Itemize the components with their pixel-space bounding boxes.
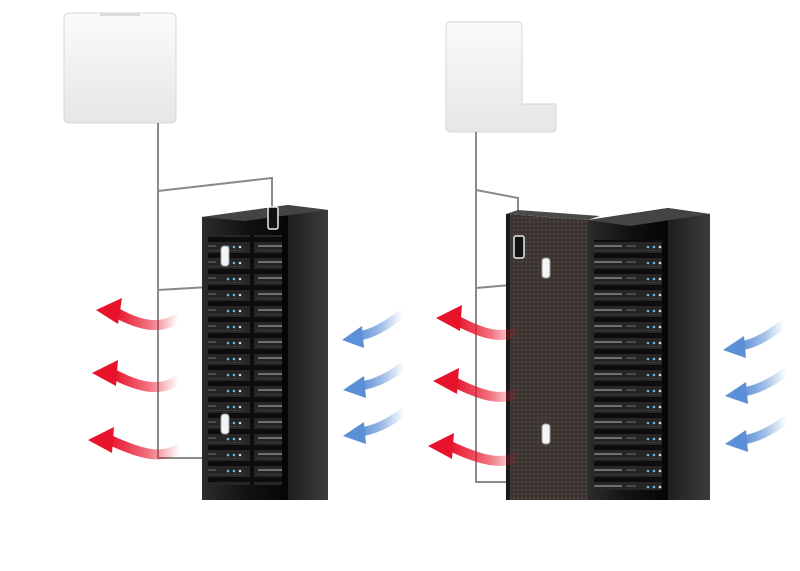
bottom-rack-sensor-icon (541, 423, 551, 445)
server-rack (588, 208, 710, 500)
server-rack-mesh-door (506, 210, 600, 500)
hot-air-arrow-icon (96, 298, 183, 331)
monitoring-unit-icon (445, 21, 557, 133)
top-rack-sensor-icon (267, 206, 279, 230)
hot-air-arrow-icon (428, 433, 525, 466)
cold-air-arrow-icon (723, 319, 789, 358)
cold-air-arrow-icon (342, 309, 407, 348)
cold-air-arrow-icon (343, 407, 409, 444)
hot-air-arrow-icon (88, 427, 185, 460)
middle-rack-sensor-icon (541, 257, 551, 279)
middle-rack-sensor-icon (220, 245, 230, 267)
hot-air-arrow-icon (436, 305, 525, 340)
left-setup (63, 12, 409, 500)
top-rack-sensor-icon (513, 235, 525, 259)
cold-air-arrow-icon (725, 415, 791, 452)
cold-air-arrow-icon (343, 361, 409, 398)
hot-air-arrow-icon (92, 360, 183, 393)
right-setup (428, 21, 791, 500)
bottom-rack-sensor-icon (220, 413, 230, 435)
cold-air-arrow-icon (725, 367, 791, 404)
hot-air-arrow-icon (433, 368, 525, 402)
monitoring-unit-icon (63, 12, 177, 124)
